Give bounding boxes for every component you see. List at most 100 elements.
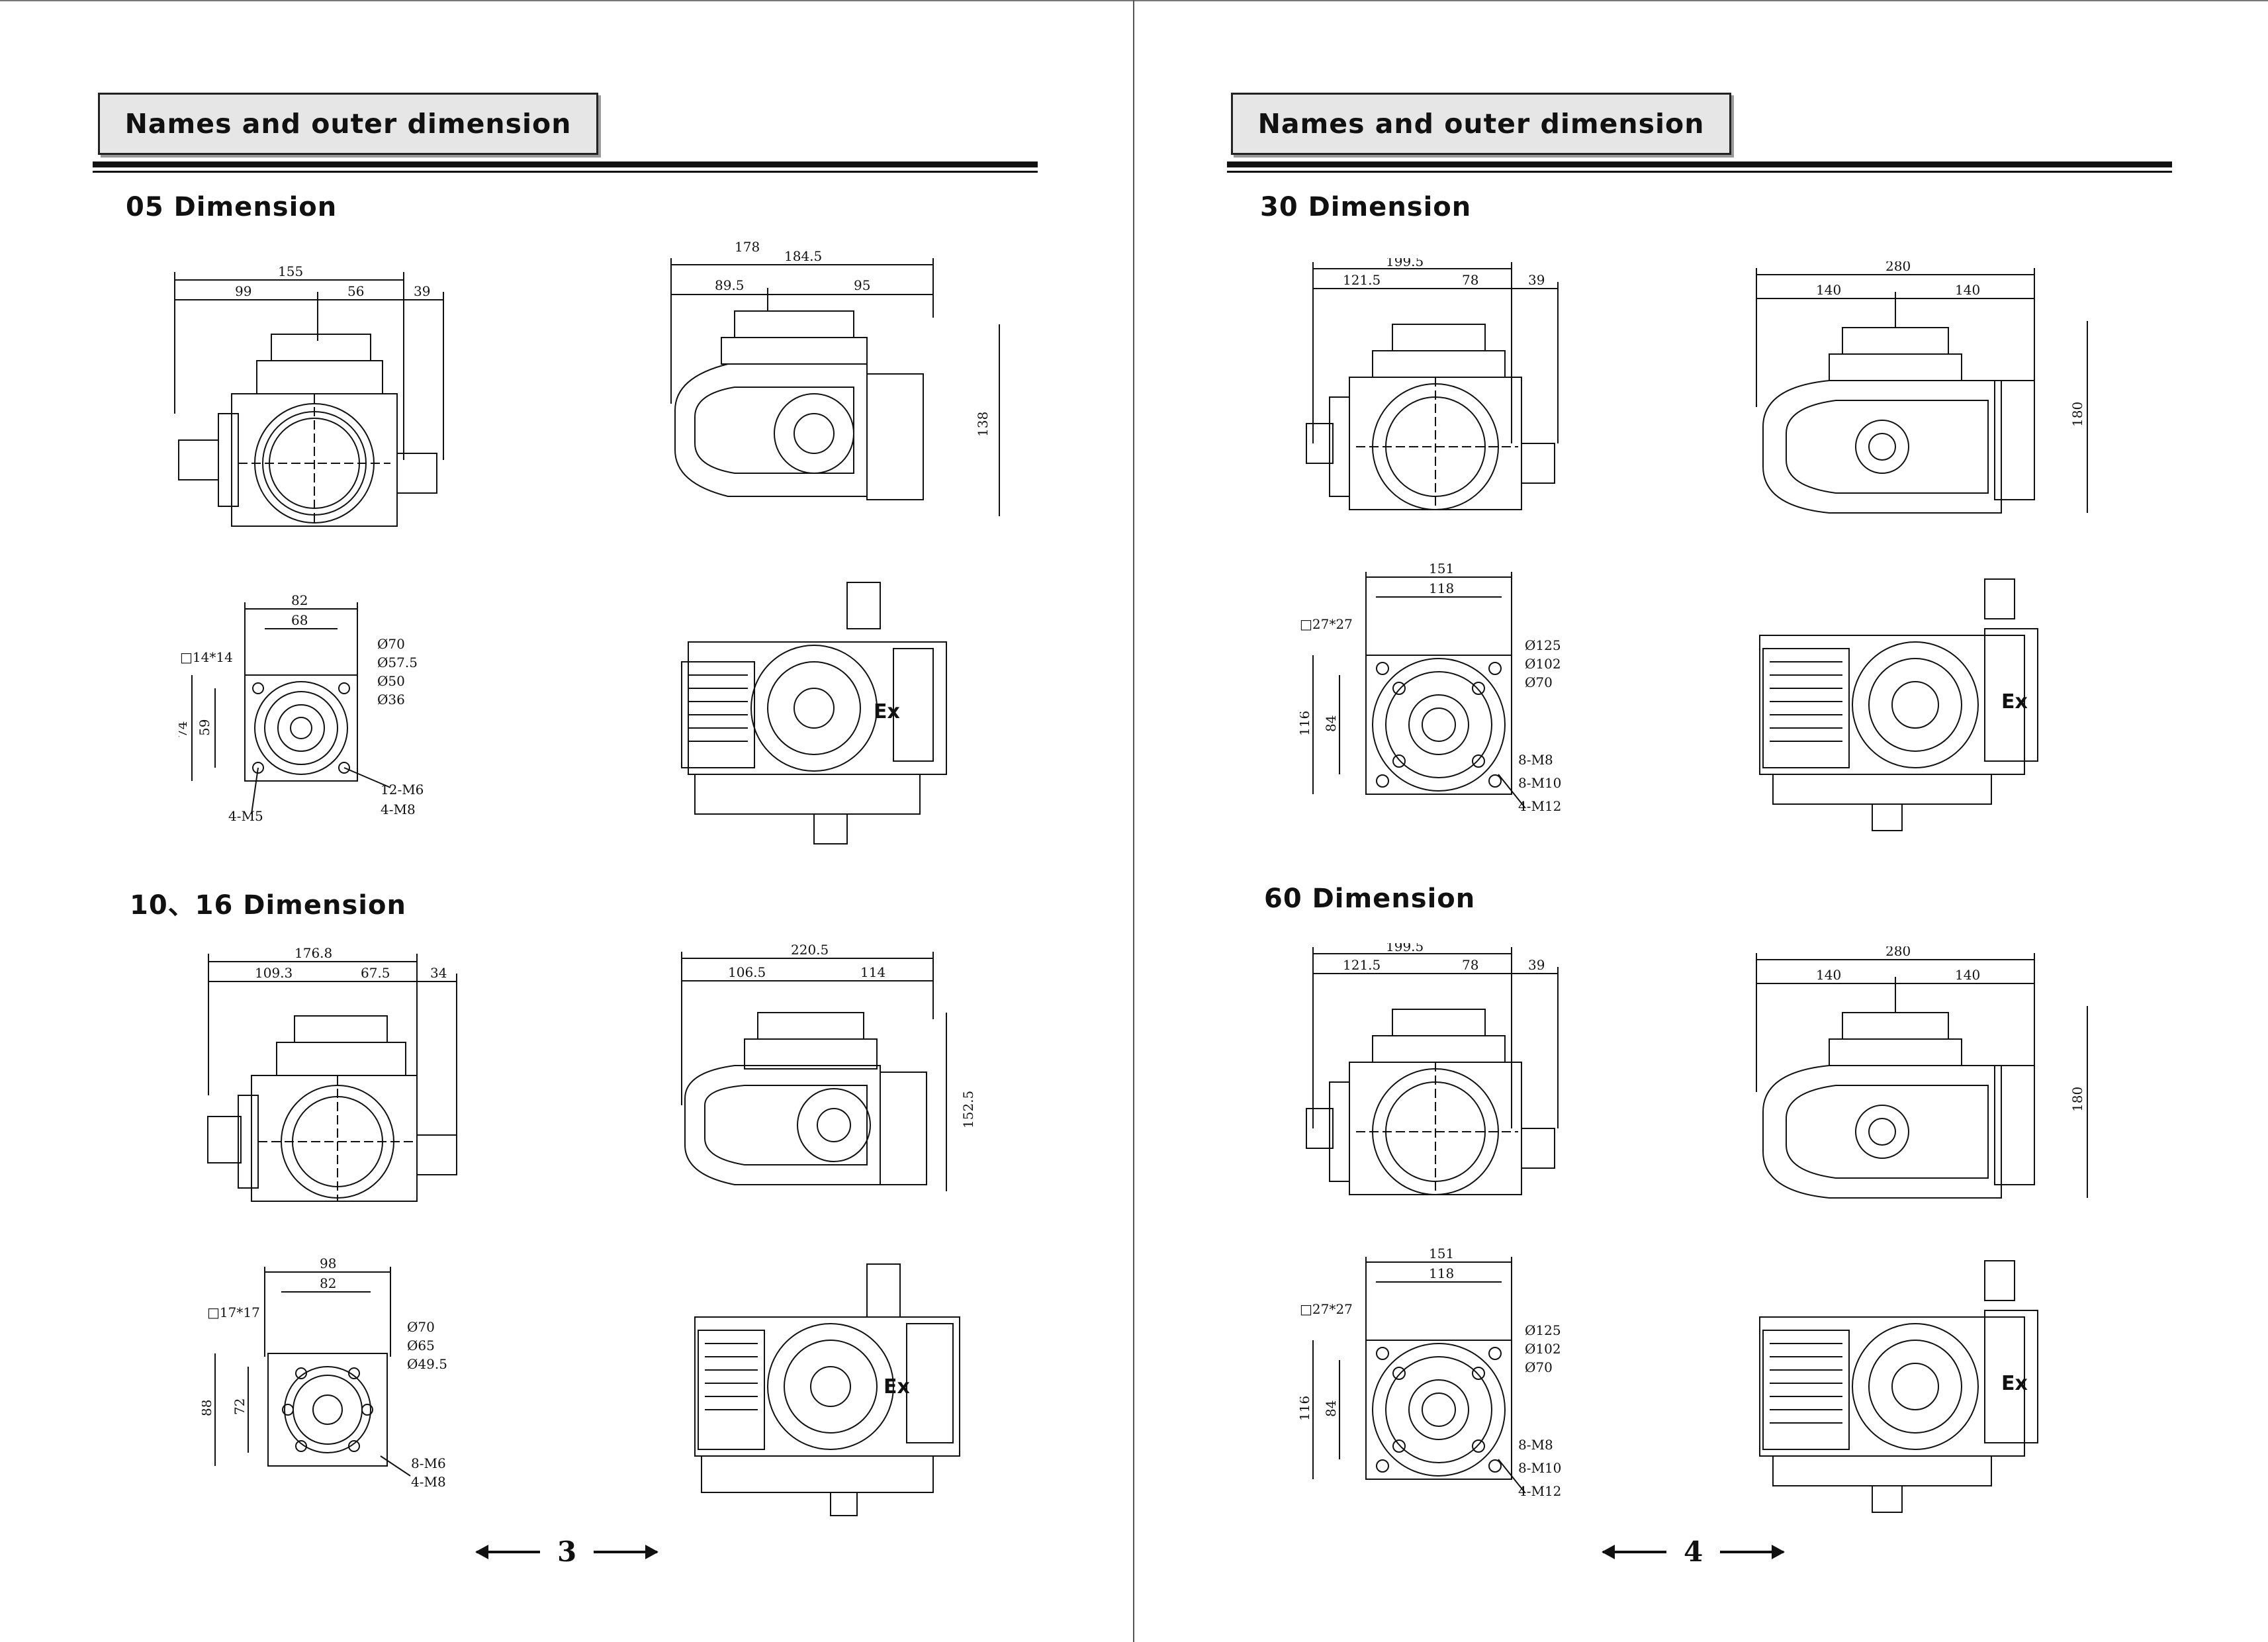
section-title-05: 05 Dimension [126, 192, 338, 222]
prev-arrow-icon [1602, 1544, 1666, 1559]
section-title-60: 60 Dimension [1264, 884, 1476, 914]
dim-t2: 4-M8 [411, 1474, 446, 1490]
dim-overall: 280 [1885, 261, 1911, 274]
dim-c: 39 [1528, 957, 1545, 973]
iso-view-60: Ex [1746, 1257, 2051, 1522]
dim-square: □27*27 [1300, 616, 1353, 632]
side-view-30: 280 140 140 180 [1737, 261, 2107, 526]
flange-view-05: 82 68 □14*14 Ø70 Ø57.5 Ø50 Ø36 74 59 12-… [179, 589, 457, 841]
side-view-05: 178 184.5 89.5 95 138 [655, 232, 1026, 523]
dim-t3: 4-M12 [1518, 1483, 1561, 1499]
dim-a: 121.5 [1343, 957, 1381, 973]
dim-overall: 176.8 [295, 945, 332, 961]
dim-d1: Ø125 [1525, 1322, 1561, 1338]
ex-mark: Ex [2001, 1372, 2028, 1395]
dim-w2: 118 [1429, 1265, 1454, 1281]
dim-height: 180 [2069, 1087, 2085, 1112]
dim-height: 138 [975, 412, 991, 437]
dim-h2: 59 [197, 719, 212, 736]
dim-d4: Ø36 [377, 692, 405, 707]
right-page: Names and outer dimension 30 Dimension [1134, 0, 2267, 1642]
dim-d1: Ø125 [1525, 637, 1561, 653]
iso-view-05: Ex [668, 576, 960, 860]
dim-square: □14*14 [180, 649, 233, 665]
next-arrow-icon [1720, 1544, 1786, 1559]
iso-view-30: Ex [1746, 576, 2051, 841]
dim-a: 109.3 [255, 965, 293, 981]
prev-arrow-icon [475, 1544, 540, 1559]
ex-mark: Ex [874, 700, 900, 723]
front-view-10-16: 176.8 109.3 67.5 34 [199, 943, 476, 1214]
dim-a: 140 [1816, 967, 1841, 983]
dim-t2: 4-M8 [381, 801, 416, 817]
dim-b: 56 [347, 283, 364, 299]
dim-t2: 8-M10 [1518, 775, 1561, 791]
page-number: 4 [1684, 1535, 1703, 1568]
dim-d2: Ø57.5 [377, 655, 418, 670]
dim-a: 106.5 [728, 964, 766, 980]
page-divider [1133, 0, 1134, 1642]
dim-a: 121.5 [1343, 272, 1381, 288]
dim-b: 140 [1955, 967, 1980, 983]
dim-w1: 151 [1429, 563, 1454, 576]
side-view-60: 280 140 140 180 [1737, 946, 2107, 1211]
dim-h1: 116 [1300, 1396, 1312, 1421]
header-rule-thin [1227, 171, 2172, 173]
page-number: 3 [557, 1535, 577, 1568]
front-view-60: 199.5 121.5 78 39 [1293, 943, 1584, 1208]
dim-square: □17*17 [207, 1304, 260, 1320]
dim-c: 39 [1528, 272, 1545, 288]
dim-square: □27*27 [1300, 1301, 1353, 1317]
dim-a: 99 [235, 283, 251, 299]
dim-d2: Ø65 [407, 1338, 435, 1353]
dim-h1: 88 [202, 1400, 214, 1416]
dim-overall: 199.5 [1386, 943, 1424, 954]
dim-w2: 68 [291, 612, 308, 628]
dim-overall: 199.5 [1386, 258, 1424, 269]
dim-t1: 8-M8 [1518, 1437, 1553, 1453]
dim-d3: Ø49.5 [407, 1356, 447, 1372]
dim-d3: Ø50 [377, 673, 405, 689]
front-view-30: 199.5 121.5 78 39 [1293, 258, 1584, 523]
page-number-left: 3 [475, 1535, 659, 1568]
dim-height: 180 [2069, 402, 2085, 427]
flange-view-10-16: 98 82 □17*17 Ø70 Ø65 Ø49.5 88 72 8-M6 4-… [202, 1257, 480, 1502]
flange-view-60: 151 118 □27*27 Ø125 Ø102 Ø70 116 84 8-M8… [1300, 1248, 1604, 1512]
side-view-10-16: 220.5 106.5 114 152.5 [668, 940, 1013, 1205]
dim-h1: 116 [1300, 711, 1312, 736]
dim-w2: 118 [1429, 580, 1454, 596]
header-rule [1227, 161, 2172, 167]
dim-b: 78 [1462, 272, 1478, 288]
dim-c: 34 [430, 965, 447, 981]
dim-a: 89.5 [715, 277, 745, 293]
dim-a: 140 [1816, 282, 1841, 298]
section-title-10-16: 10、16 Dimension [130, 890, 406, 921]
section-title-30: 30 Dimension [1260, 192, 1472, 222]
iso-view-10-16: Ex [682, 1257, 973, 1522]
dim-d3: Ø70 [1525, 674, 1553, 690]
dim-overall: 155 [278, 263, 303, 279]
dim-h1: 74 [179, 721, 190, 738]
dim-w1: 98 [320, 1257, 336, 1271]
dim-b: 67.5 [361, 965, 390, 981]
dim-b: 95 [854, 277, 870, 293]
dim-d3: Ø70 [1525, 1359, 1553, 1375]
dim-t1: 8-M8 [1518, 752, 1553, 768]
dim-t1: 8-M6 [411, 1455, 446, 1471]
dim-t3: 4-M5 [228, 808, 263, 824]
dim-b: 114 [860, 964, 885, 980]
front-view-05: 155 99 56 39 [159, 261, 463, 546]
next-arrow-icon [594, 1544, 659, 1559]
dim-overall: 220.5 [791, 942, 829, 958]
dim-w1: 151 [1429, 1248, 1454, 1261]
dim-d2: Ø102 [1525, 1341, 1561, 1357]
header-title: Names and outer dimension [1231, 93, 1731, 155]
dim-w1: 82 [291, 592, 308, 608]
dim-t3: 4-M12 [1518, 798, 1561, 814]
ex-mark: Ex [884, 1375, 910, 1398]
dim-overall: 280 [1885, 946, 1911, 959]
header-title: Names and outer dimension [98, 93, 598, 155]
ex-mark: Ex [2001, 690, 2028, 713]
dim-d1: Ø70 [407, 1319, 435, 1335]
